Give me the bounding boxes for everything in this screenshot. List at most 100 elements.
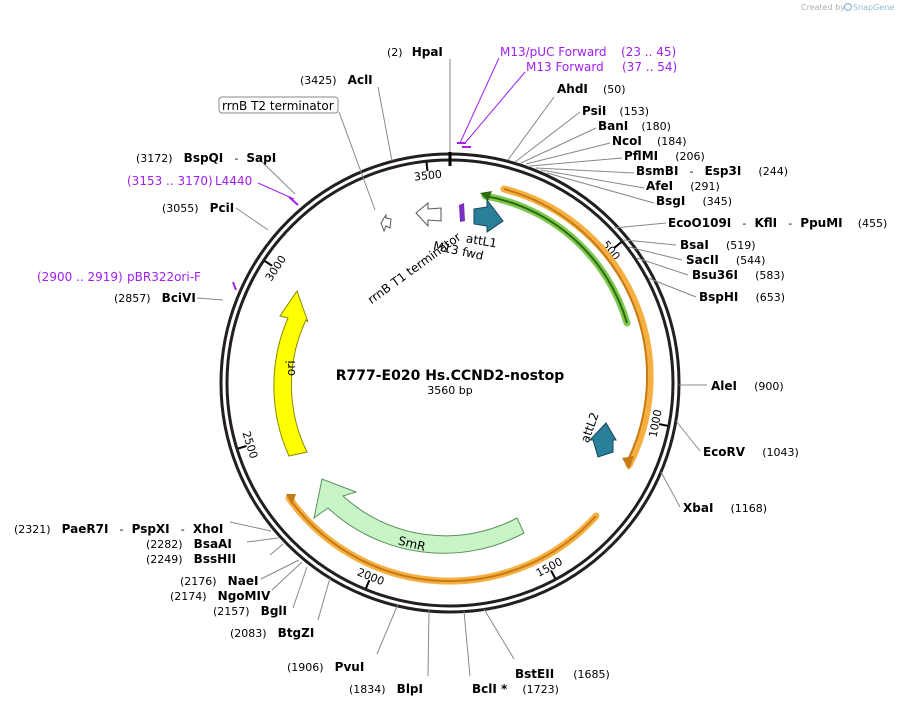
enzyme-bsphi[interactable]: BspHI (653) [699, 286, 785, 305]
bsshii-pos: (2249) [146, 553, 183, 566]
m13fwd-leader [464, 71, 526, 144]
pflmi-name: PflMI [624, 149, 658, 163]
attl2-arrow[interactable] [588, 422, 617, 458]
acli-name: AclI [348, 73, 373, 87]
hpai-name: HpaI [412, 45, 443, 59]
ori-feature-arrow[interactable] [273, 289, 309, 457]
ncoi-name: NcoI [612, 134, 642, 148]
psii-name: PsiI [582, 104, 606, 118]
bcivi-leader [196, 297, 224, 301]
esp3i-name: Esp3I [705, 164, 742, 178]
m13-primers[interactable] [457, 57, 526, 148]
enzyme-blpi[interactable]: (1834) BlpI [349, 678, 423, 697]
bsmbi-pos: (244) [758, 165, 788, 178]
enzyme-bsshii[interactable]: (2249) BssHII [146, 548, 236, 567]
bsu36i-name: Bsu36I [692, 268, 738, 282]
enzyme-pcii[interactable]: (3055) PciI [162, 197, 234, 216]
bsai-pos: (519) [726, 239, 756, 252]
ruler-tick-2000 [365, 579, 371, 589]
pcii-pos: (3055) [162, 202, 199, 215]
bspqi-leader [257, 157, 296, 195]
enzyme-bsai[interactable]: BsaI (519) [680, 234, 756, 253]
l4440-name: L4440 [215, 174, 252, 188]
ruler-tick-3000 [264, 260, 273, 267]
l4440-primer[interactable] [288, 196, 299, 206]
m13-fwd-feature[interactable] [459, 203, 465, 222]
bsphi-name: BspHI [699, 290, 738, 304]
rrnb-t2-terminator-arrow[interactable] [380, 213, 392, 233]
enzyme-hpai[interactable]: (2) HpaI [387, 41, 443, 60]
enzyme-ngomiv[interactable]: (2174) NgoMIV [170, 585, 271, 604]
enzyme-pvui[interactable]: (1906) PvuI [287, 656, 364, 675]
enzyme-paer7i[interactable]: (2321) PaeR7I - PspXI - XhoI [14, 518, 223, 537]
enzyme-sacii[interactable]: SacII (544) [686, 249, 765, 268]
enzyme-naei[interactable]: (2176) NaeI [180, 570, 258, 589]
bsmbi-leader [535, 167, 635, 174]
alei-name: AleI [711, 379, 737, 393]
bsu36i-pos: (583) [755, 269, 785, 282]
ruler-tick-2500 [237, 444, 247, 450]
smr-cds-arc[interactable] [288, 497, 597, 582]
psii-pos: (153) [619, 105, 649, 118]
enzyme-afei[interactable]: AfeI (291) [646, 175, 720, 194]
bcli-pos: (1723) [522, 683, 559, 696]
ecoo109i-pos: (455) [858, 217, 888, 230]
paer7i-pos: (2321) [14, 523, 51, 536]
enzyme-alei[interactable]: AleI (900) [711, 375, 784, 394]
enzyme-bani[interactable]: BanI (180) [598, 115, 671, 134]
enzyme-bcivi[interactable]: (2857) BciVI [114, 287, 196, 306]
ccnd2-arc[interactable] [484, 195, 628, 324]
enzyme-bsu36i[interactable]: Bsu36I (583) [692, 264, 785, 283]
enzyme-btgzi[interactable]: (2083) BtgZI [230, 622, 314, 641]
pspxi-name: PspXI [132, 522, 170, 536]
naei-pos: (2176) [180, 575, 217, 588]
bspqi-sep: - [234, 152, 238, 165]
ruler-label-2500: 2500 [240, 430, 261, 461]
enzyme-bcli[interactable]: BclI * (1723) [472, 678, 559, 697]
afei-leader [540, 169, 645, 189]
enzyme-bgli[interactable]: (2157) BglI [213, 600, 287, 619]
m13puc-name: M13/pUC Forward [500, 45, 607, 59]
enzyme-bsteii[interactable]: BstEII (1685) [515, 663, 610, 682]
paer7i-sep2: - [181, 523, 185, 536]
smr-feature-arrow[interactable] [313, 478, 525, 554]
bspqi-name: BspQI [184, 151, 224, 165]
btgzi-name: BtgZI [278, 626, 315, 640]
enzyme-xbai[interactable]: XbaI (1168) [683, 497, 767, 516]
enzyme-ecoo109i[interactable]: EcoO109I - KflI - PpuMI (455) [668, 212, 887, 231]
bani-name: BanI [598, 119, 628, 133]
pbr322-primer[interactable] [232, 281, 237, 291]
enzyme-bsaai[interactable]: (2282) BsaAI [146, 533, 232, 552]
blpi-pos: (1834) [349, 683, 386, 696]
psii-leader [514, 111, 581, 163]
ecoo109i-sep: - [742, 217, 746, 230]
ruler-tick-500 [613, 241, 623, 249]
enzyme-acli[interactable]: (3425) AclI [300, 69, 373, 88]
orf-cds-arc-band[interactable] [500, 185, 654, 469]
bspqi-pos: (3172) [136, 152, 173, 165]
ccnd2-arrowhead [480, 191, 492, 201]
pvui-name: PvuI [335, 660, 365, 674]
enzyme-pflmi[interactable]: PflMI (206) [624, 145, 705, 164]
enzyme-ecorv[interactable]: EcoRV (1043) [703, 441, 799, 460]
xbai-name: XbaI [683, 501, 713, 515]
paer7i-leader [229, 521, 272, 532]
orf-cds-arc[interactable] [503, 188, 648, 461]
enzyme-leader-lines [196, 59, 707, 677]
enzyme-psii[interactable]: PsiI (153) [582, 100, 649, 119]
enzyme-ncoi[interactable]: NcoI (184) [612, 130, 687, 149]
l4440-range: (3153 .. 3170) [127, 174, 213, 188]
enzyme-ahdi[interactable]: AhdI (50) [557, 78, 626, 97]
enzyme-bsmbi[interactable]: BsmBI - Esp3I (244) [636, 160, 788, 179]
paer7i-sep: - [120, 523, 124, 536]
rrnb-t1-terminator-arrow[interactable] [415, 201, 442, 228]
enzyme-bsgi[interactable]: BsgI (345) [656, 190, 732, 209]
plasmid-length: 3560 bp [427, 384, 472, 397]
ecoo109i-leader [613, 222, 667, 229]
m13fwd-range: (37 .. 54) [622, 60, 677, 74]
bgli-name: BglI [261, 604, 287, 618]
orf-cds-arrowhead [622, 456, 634, 470]
attl1-arrow[interactable] [473, 198, 504, 233]
ncoi-leader [525, 142, 611, 165]
enzyme-bspqi[interactable]: (3172) BspQI - SapI [136, 147, 276, 166]
